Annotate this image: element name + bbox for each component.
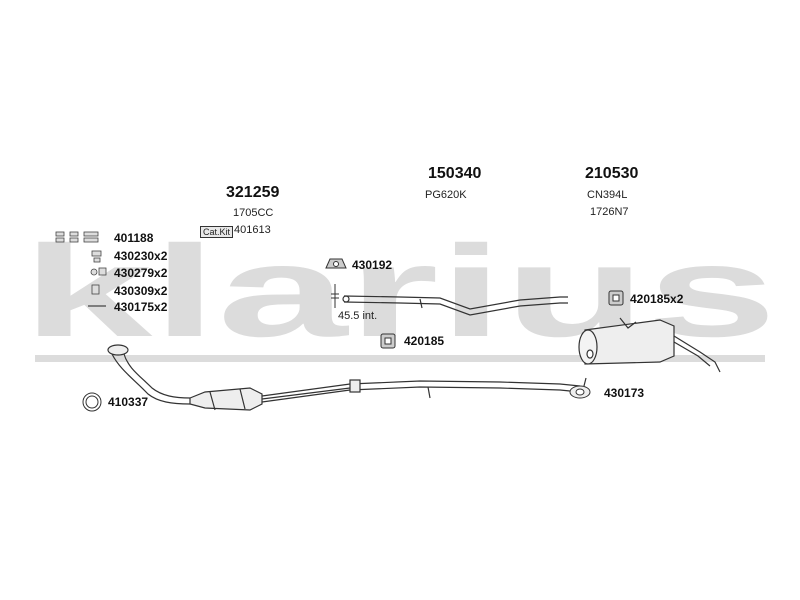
- part-number-210530: 210530: [585, 165, 639, 182]
- catalytic-converter-drawing: [189, 387, 351, 411]
- hardware-item: 401188: [114, 231, 154, 245]
- part-number-150340: 150340: [428, 165, 482, 182]
- engine-capacity: 1705CC: [233, 207, 274, 219]
- middle-pipe-drawing: [342, 295, 568, 316]
- centre-pipe-drawing: [261, 379, 581, 403]
- clamp-icon: [91, 284, 100, 295]
- mount-label-420185: 420185: [404, 334, 445, 348]
- watermark-underline: [35, 355, 765, 362]
- clamp-label-430173: 430173: [604, 386, 645, 400]
- hardware-item: 430230x2: [114, 249, 168, 263]
- bolt-set-icon: [55, 231, 99, 243]
- mount-420185-icon: [380, 333, 396, 349]
- gasket-label-410337: 410337: [108, 395, 149, 409]
- catkit-number: 401613: [234, 224, 271, 236]
- pipe-diameter-note: 45.5 int.: [338, 310, 378, 322]
- front-pipe-drawing: [107, 344, 191, 405]
- nut-icon: [90, 267, 107, 276]
- mount-420185x2-icon: [608, 290, 624, 306]
- hardware-item: 430309x2: [114, 284, 168, 298]
- mount-430192-icon: [325, 258, 347, 269]
- dimension-marker: [331, 284, 339, 308]
- hardware-icons: [55, 231, 107, 307]
- bolt-icon: [91, 250, 102, 263]
- hardware-item: 430175x2: [114, 300, 168, 314]
- hardware-item: 430279x2: [114, 266, 168, 280]
- part-sub-1726n7: 1726N7: [590, 206, 629, 218]
- mount-label-430192: 430192: [352, 258, 393, 272]
- part-number-321259: 321259: [226, 184, 280, 201]
- gasket-410337-icon: [82, 392, 102, 412]
- mount-label-420185x2: 420185x2: [630, 292, 684, 306]
- clamp-430173-icon: [569, 385, 591, 399]
- part-code-pg620k: PG620K: [425, 189, 467, 201]
- part-code-cn394l: CN394L: [587, 189, 628, 201]
- rear-silencer-drawing: [578, 317, 721, 392]
- catkit-badge: Cat.Kit: [200, 226, 234, 238]
